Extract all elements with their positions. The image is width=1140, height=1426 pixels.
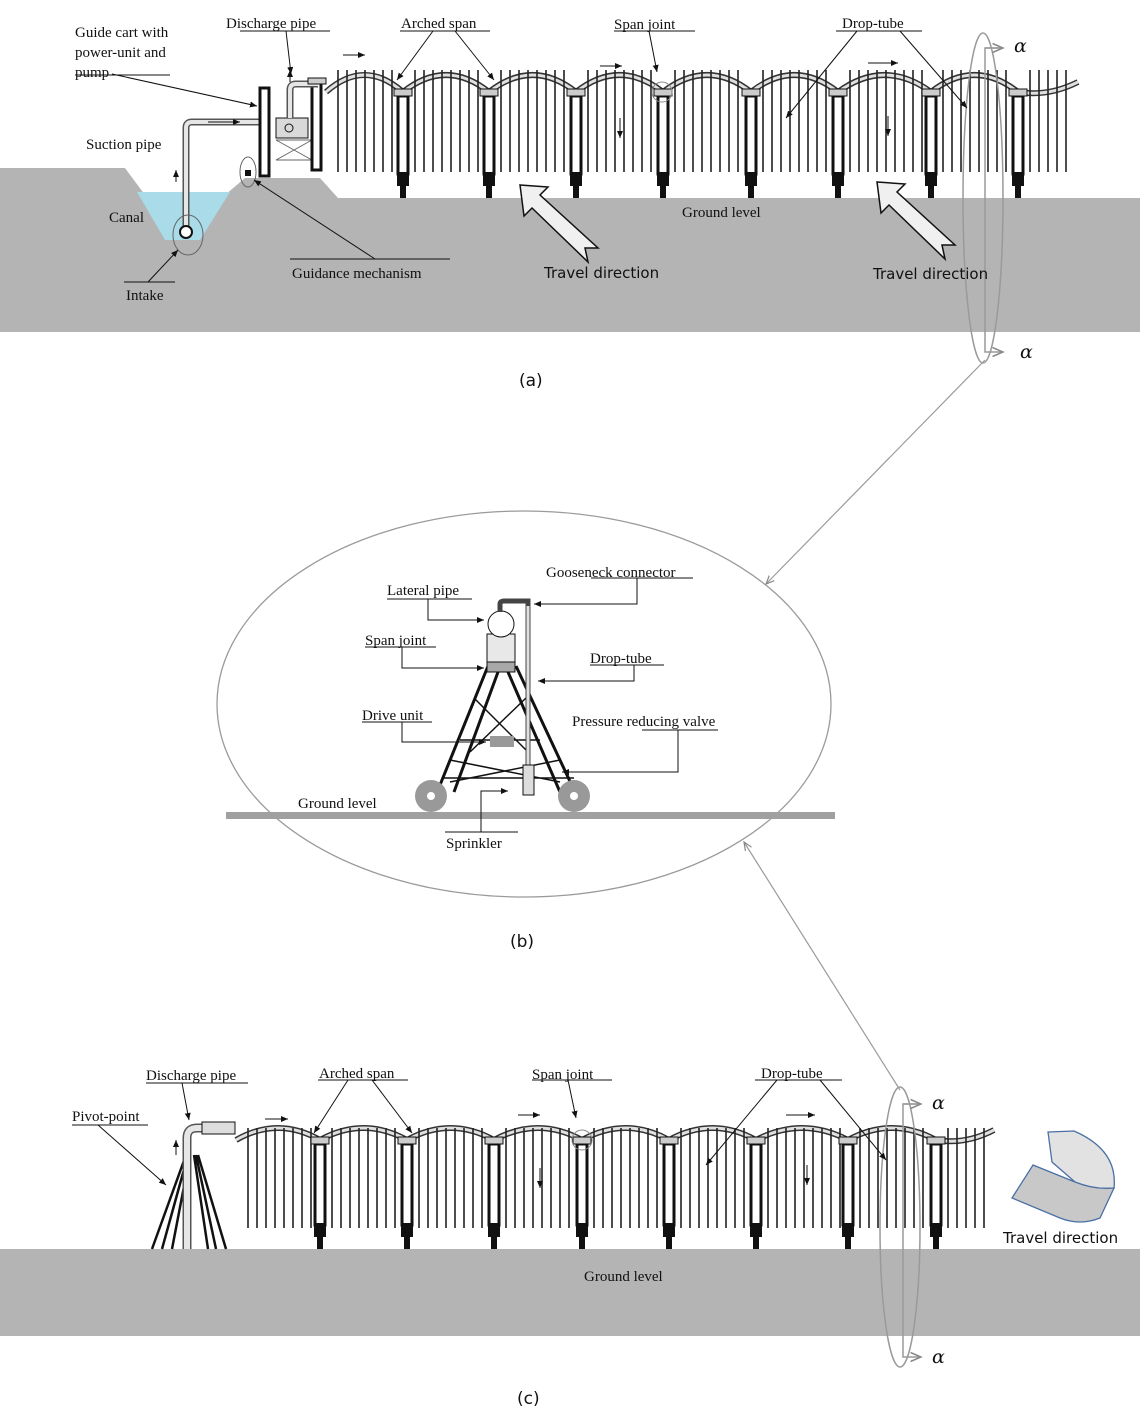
curved-travel-arrow-icon <box>1011 1130 1116 1223</box>
tower-leg <box>744 94 758 176</box>
span-joint <box>393 88 413 97</box>
tower-leg <box>929 1142 943 1227</box>
zoom-connector-line <box>744 842 901 1091</box>
span-joint <box>397 1136 417 1145</box>
guidance-mechanism-marker <box>239 156 257 188</box>
label-drive-unit: Drive unit <box>362 708 424 724</box>
label-discharge-pipe: Discharge pipe <box>226 16 316 32</box>
tower-leg <box>662 1142 676 1227</box>
label-lateral-pipe: Lateral pipe <box>387 583 459 599</box>
span-joint <box>659 1136 679 1145</box>
guide-cart <box>258 77 327 178</box>
span-joint-marker <box>651 81 673 103</box>
span-joint <box>566 88 586 97</box>
tower-leg <box>575 1142 589 1227</box>
label-span-joint: Span joint <box>365 633 427 649</box>
span-joint <box>1008 88 1028 97</box>
pivot-point <box>150 1154 228 1250</box>
label-guide-cart: pump <box>75 65 109 81</box>
label-gooseneck-connector: Gooseneck connector <box>546 565 676 581</box>
label-drop-tube: Drop-tube <box>761 1066 823 1082</box>
section-marker-ellipse <box>962 32 1004 364</box>
label-suction-pipe: Suction pipe <box>86 137 162 153</box>
label-drop-tube: Drop-tube <box>590 651 652 667</box>
label-alpha: α <box>932 1092 945 1114</box>
panel-a: Guide cart with power-unit and pump Disc… <box>0 16 1140 391</box>
tower-leg <box>400 1142 414 1227</box>
span-towers-a <box>324 70 1080 198</box>
section-marker-ellipse <box>879 1086 921 1368</box>
label-pivot-point: Pivot-point <box>72 1109 140 1125</box>
span-joint-marker <box>571 1129 593 1151</box>
panel-b: Gooseneck connector Lateral pipe Span jo… <box>216 510 835 952</box>
intake-marker <box>172 214 204 256</box>
label-discharge-pipe: Discharge pipe <box>146 1068 236 1084</box>
label-arched-span: Arched span <box>319 1066 395 1082</box>
label-alpha: α <box>1020 341 1033 363</box>
tower-leg <box>656 94 670 176</box>
zoom-connector-line <box>766 359 986 584</box>
span-joint <box>838 1136 858 1145</box>
caption-a: (a) <box>519 371 543 391</box>
label-ground-level: Ground level <box>584 1269 663 1285</box>
tower-leg <box>396 94 410 176</box>
span-joint <box>572 1136 592 1145</box>
span-joint <box>828 88 848 97</box>
label-alpha: α <box>932 1346 945 1368</box>
label-pressure-reducing-valve: Pressure reducing valve <box>572 714 716 730</box>
label-guide-cart: power-unit and <box>75 45 166 61</box>
tower-leg <box>569 94 583 176</box>
label-guide-cart: Guide cart with <box>75 25 169 41</box>
label-alpha: α <box>1014 35 1027 57</box>
span-joint <box>653 88 673 97</box>
label-guidance-mechanism: Guidance mechanism <box>292 266 422 282</box>
label-travel-direction: Travel direction <box>872 265 988 283</box>
caption-b: (b) <box>510 932 534 952</box>
span-joint <box>921 88 941 97</box>
detail-ellipse <box>216 510 832 898</box>
label-span-joint: Span joint <box>532 1067 594 1083</box>
tower-leg <box>482 94 496 176</box>
span-joint <box>926 1136 946 1145</box>
label-canal: Canal <box>109 210 144 226</box>
label-drop-tube: Drop-tube <box>842 16 904 32</box>
intake-pump <box>179 225 193 239</box>
ground-c <box>0 1249 1140 1336</box>
label-travel-direction: Travel direction <box>1002 1229 1118 1247</box>
label-intake: Intake <box>126 288 164 304</box>
tower-leg <box>924 94 938 176</box>
tower-leg <box>831 94 845 176</box>
travel-direction-arrow <box>519 184 600 265</box>
label-ground-level: Ground level <box>298 796 377 812</box>
span-joint <box>741 88 761 97</box>
tower-detail <box>436 598 576 796</box>
panel-c: Discharge pipe Pivot-point Arched span S… <box>0 1066 1140 1409</box>
tower-leg <box>841 1142 855 1227</box>
travel-direction-arrow <box>876 181 957 262</box>
span-joint <box>746 1136 766 1145</box>
span-joint <box>484 1136 504 1145</box>
label-ground-level: Ground level <box>682 205 761 221</box>
ground-line-b <box>226 812 835 819</box>
label-sprinkler: Sprinkler <box>446 836 502 852</box>
label-span-joint: Span joint <box>614 17 676 33</box>
span-joint <box>479 88 499 97</box>
tower-leg <box>313 1142 327 1227</box>
tower-leg <box>749 1142 763 1227</box>
caption-c: (c) <box>517 1389 540 1409</box>
span-joint <box>310 1136 330 1145</box>
label-arched-span: Arched span <box>401 16 477 32</box>
tower-leg <box>1011 94 1025 176</box>
ground-a <box>0 168 1140 332</box>
label-travel-direction: Travel direction <box>543 264 659 282</box>
tower-leg <box>487 1142 501 1227</box>
